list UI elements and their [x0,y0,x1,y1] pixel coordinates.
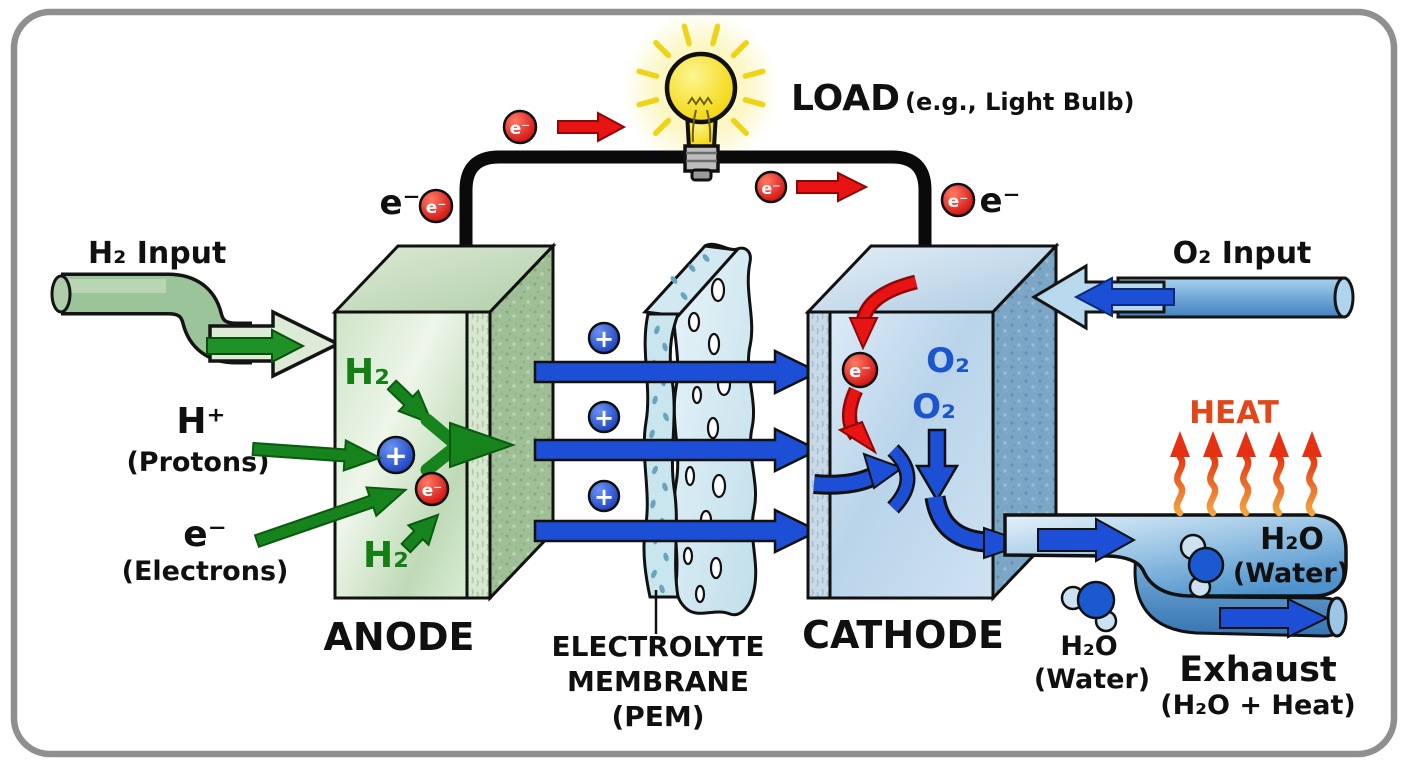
cathode-label: CATHODE [802,613,1004,657]
anode-terminal-electron: e⁻ e⁻ [379,183,454,224]
h2-merge-fork [420,413,459,477]
electron-arrow [557,111,627,143]
proton-symbol: + [594,483,614,511]
water-exit-arrow [927,495,987,550]
electron-arrow [796,171,869,203]
electron-icon [502,109,538,145]
electrolyte-membrane [641,242,758,617]
exhaust-assembly: H₂O (Water) Exhaust (H₂O + Heat) [1003,513,1356,721]
electron-icon [754,170,788,204]
heat-label: HEAT [1189,395,1279,431]
exhaust-flow-arrow-upper [1037,517,1137,563]
membrane-pores [682,277,732,604]
electron-caption: e⁻ (Electrons) [122,486,408,587]
h2-input: H₂ Input [50,236,342,379]
light-bulb-icon [636,23,766,182]
electron-label: e⁻ [183,514,226,555]
proton-icon [376,435,416,475]
proton-arrow-1 [533,348,821,396]
electron-symbol: e⁻ [948,192,969,212]
membrane-label-line2: MEMBRANE [567,665,749,698]
electron-icon [841,351,879,389]
load-label: LOAD [791,78,900,119]
cathode-o2-upper: O₂ [926,341,970,381]
membrane-label-line1: ELECTROLYTE [551,630,764,663]
reaction-crescent [888,446,913,512]
electron-icon [414,471,450,507]
exhaust-sublabel: (H₂O + Heat) [1160,690,1356,721]
proton-symbol: + [384,439,407,472]
electron-symbol: e⁻ [761,179,780,198]
electron-symbol: e⁻ [426,198,447,218]
anode-label: ANODE [323,615,474,659]
o2-input-label: O₂ Input [1173,236,1312,271]
exhaust-flow-arrow-lower [1219,597,1330,639]
o2-down-arrow [914,428,960,503]
electron-icon [418,188,454,224]
h2-pipe-end-cap [50,274,72,314]
electron-text: e⁻ [979,181,1020,221]
proton-flow: + + + [533,321,821,555]
proton-symbol: + [594,325,614,353]
anode-h2-top: H₂ [344,352,390,393]
h2-split-arrow-bottom [400,513,440,554]
membrane-speckles [649,254,710,594]
anode-box: H₂ H₂ + e⁻ [331,242,557,602]
electron-symbol: e⁻ [422,481,443,501]
exhaust-label: Exhaust [1179,650,1337,690]
h2-merge-arrowhead [449,421,517,469]
electron-sublabel: (Electrons) [122,556,289,587]
h2-input-label: H₂ Input [88,236,226,271]
water-in-pipe-label: H₂O [1260,522,1324,557]
proton-icon [587,321,621,355]
membrane-label-line3: (PEM) [611,700,704,733]
water-droplet-sublabel: (Water) [1034,664,1150,695]
proton-arrow-2 [533,426,821,474]
proton-icon [587,400,621,434]
cathode-catalyst-layer [806,310,832,600]
cathode-terminal-electron: e⁻ e⁻ [940,181,1021,221]
load-sublabel: (e.g., Light Bulb) [905,88,1135,116]
electron-pointer-arrow [253,486,408,548]
o2-input: O₂ Input [1031,236,1355,331]
electron-symbol: e⁻ [849,361,871,382]
electron-text: e⁻ [379,183,420,223]
bulb-screw-base [683,144,720,173]
electron-return-arrow-1 [858,277,918,324]
proton-caption: H⁺ (Protons) [126,401,383,478]
water-in-pipe-sublabel: (Water) [1233,558,1349,589]
proton-merge-arrow [813,470,875,492]
o2-pipe-end-cap [1333,276,1355,319]
proton-symbol: + [594,404,614,432]
electron-flow-top-left: e⁻ [502,109,627,145]
proton-label: H⁺ [176,401,225,442]
electron-flow-top-right: e⁻ [754,170,869,204]
proton-icon [587,479,621,513]
water-droplet-label: H₂O [1060,631,1117,662]
anode-h2-bottom: H₂ [363,535,409,576]
heat-output: HEAT [1170,395,1322,513]
water-molecule-in-pipe [1179,533,1225,599]
membrane-caption: ELECTROLYTE MEMBRANE (PEM) [551,590,765,733]
exhaust-end-cap [1326,596,1348,638]
cathode-o2-lower: O₂ [912,387,956,427]
bulb-rays [636,23,766,136]
h2-split-arrow-top [386,379,435,426]
proton-sublabel: (Protons) [126,447,269,478]
proton-pointer-arrow [251,438,383,472]
proton-arrow-3 [533,507,821,555]
electron-symbol: e⁻ [510,119,531,139]
o2-flow-arrow-inner [1073,276,1175,318]
electron-icon [940,182,976,218]
h2-flow-arrow-inner [206,328,306,364]
water-molecule-droplet [1060,580,1118,633]
